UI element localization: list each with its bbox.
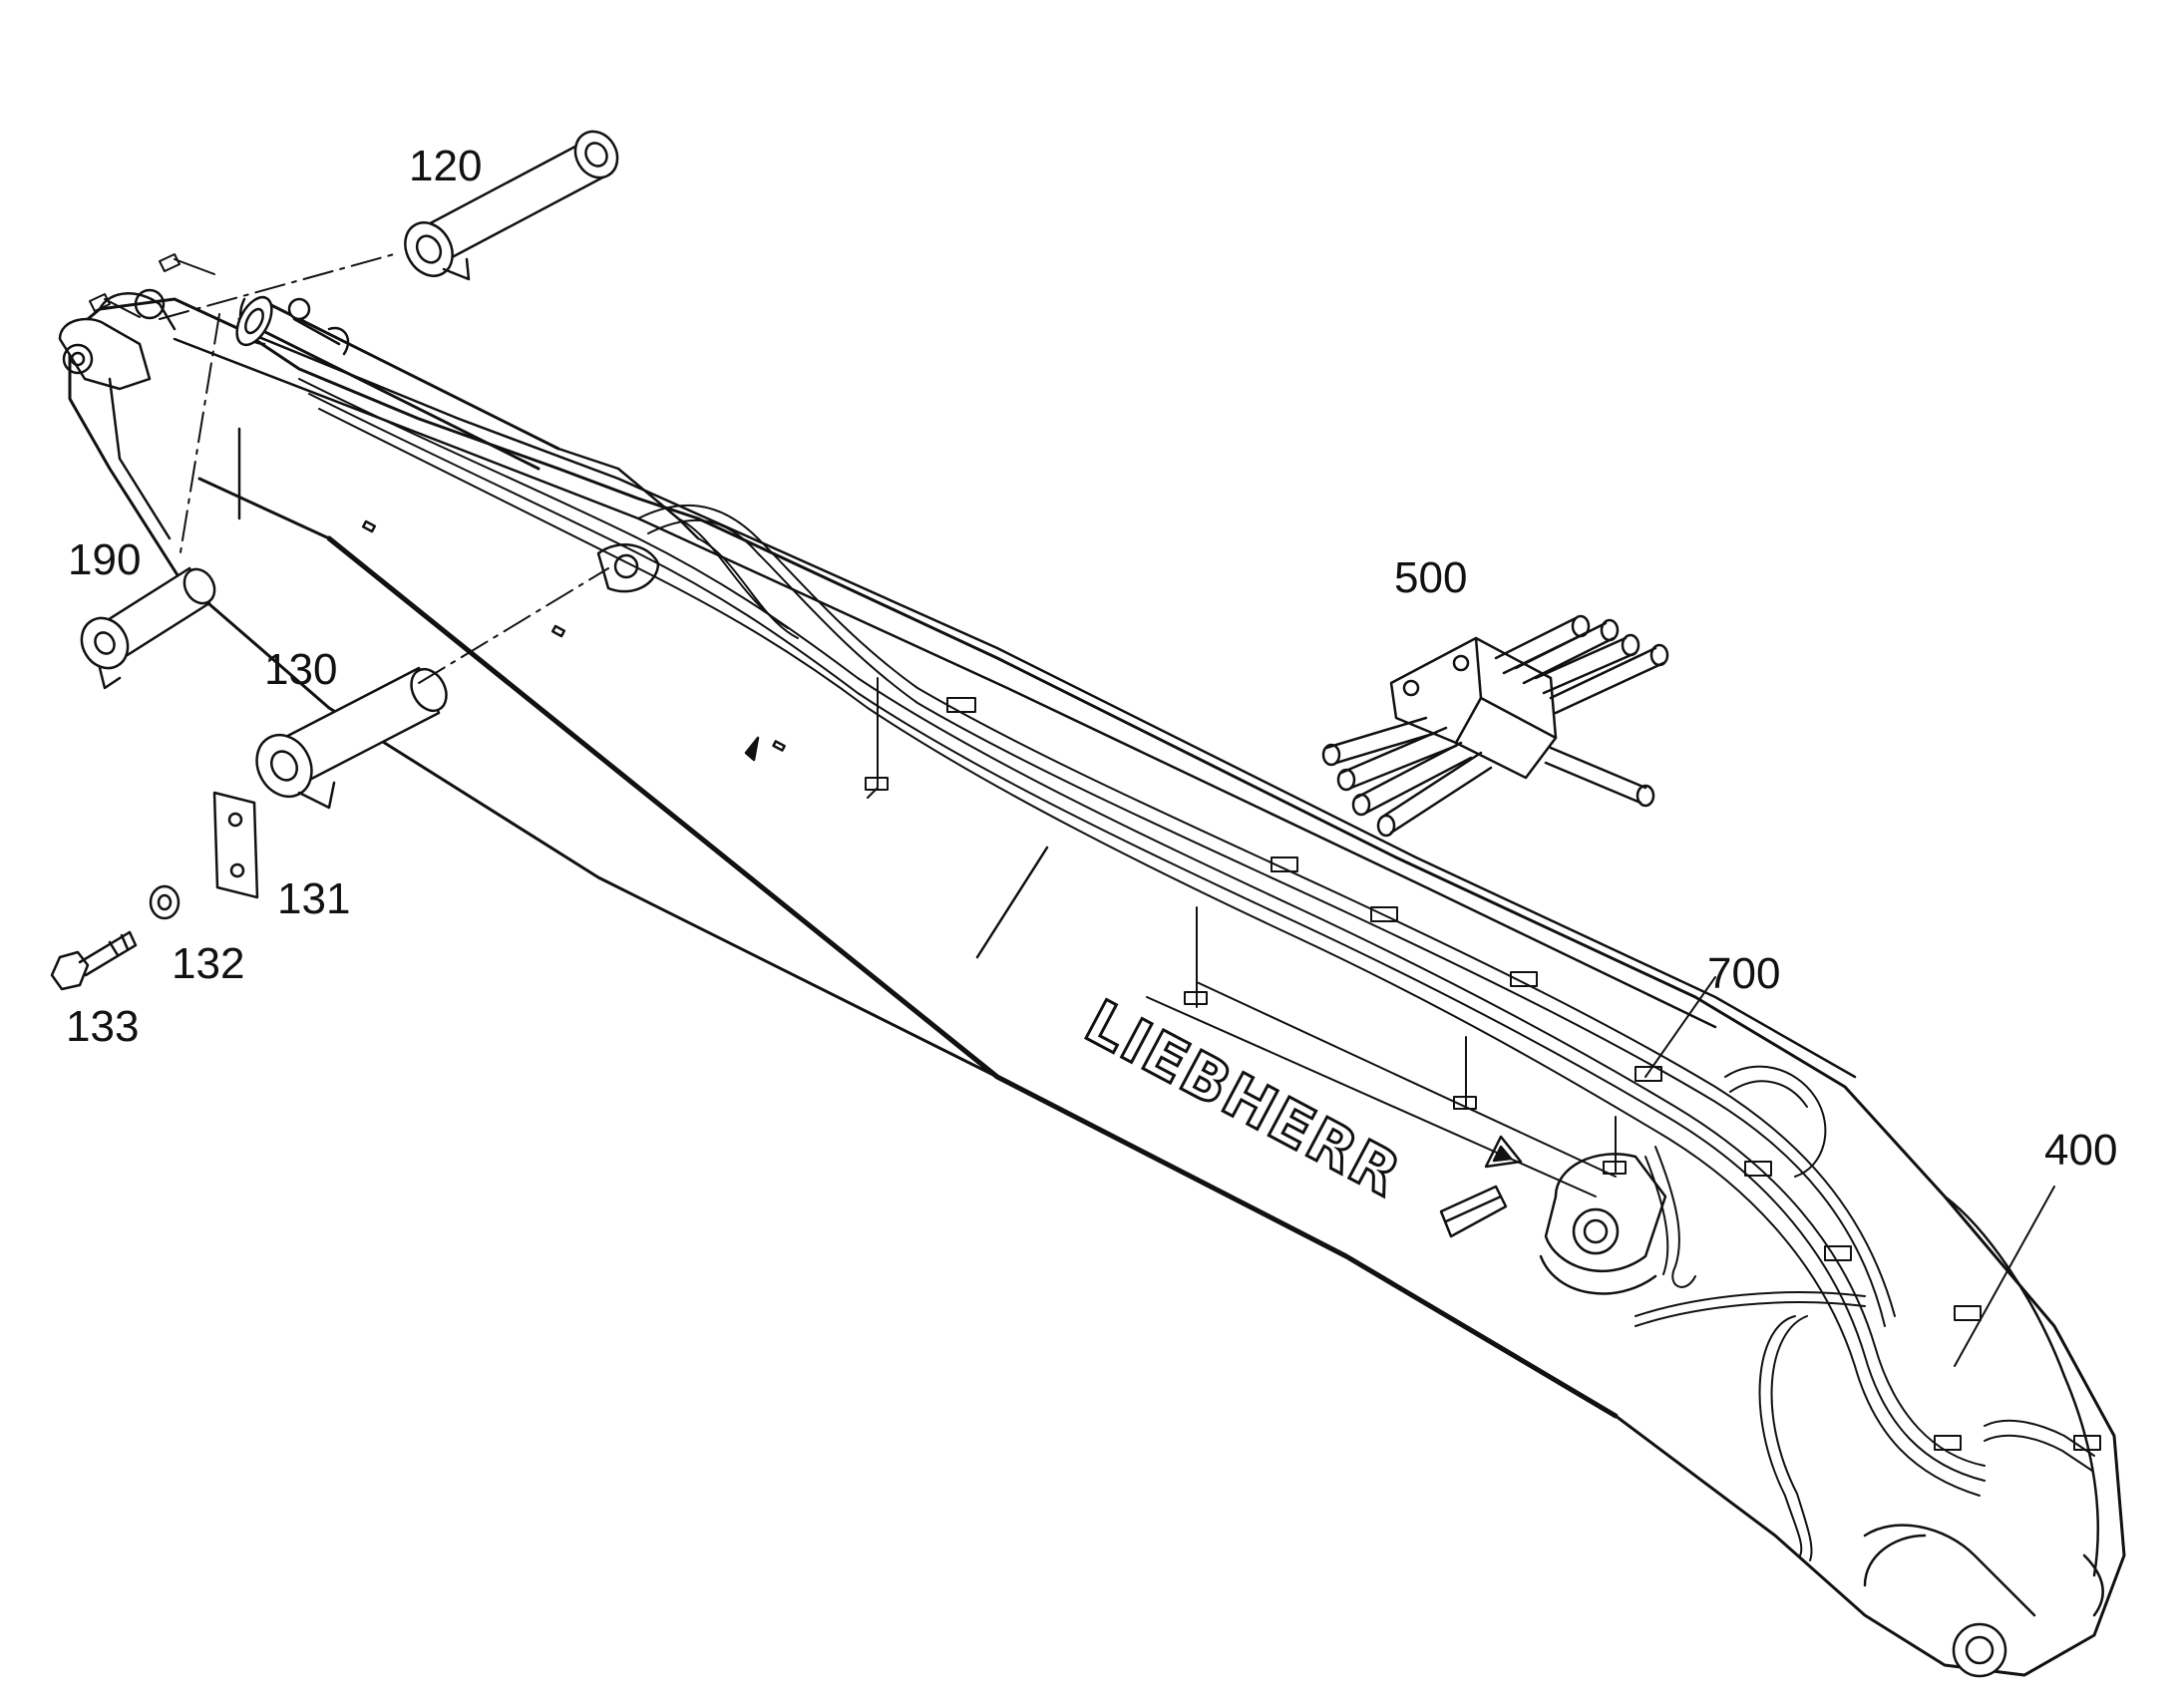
label-133: 133	[66, 1002, 140, 1051]
label-500: 500	[1394, 553, 1468, 602]
pipe-clamps	[866, 678, 2100, 1450]
label-130: 130	[264, 645, 338, 694]
part-120-pin	[396, 124, 625, 284]
part-131-plate	[214, 793, 257, 897]
label-131: 131	[277, 874, 351, 923]
label-190: 190	[68, 535, 142, 584]
label-400: 400	[2044, 1126, 2118, 1175]
assembly-lines	[160, 254, 2054, 1366]
part-190-pin	[73, 563, 220, 688]
label-120: 120	[409, 142, 483, 190]
part-133-bolt	[52, 932, 136, 989]
part-130-pin	[246, 663, 453, 808]
label-700: 700	[1707, 949, 1781, 998]
part-132-washer	[151, 886, 179, 918]
hydraulic-lines	[299, 379, 2094, 1560]
label-132: 132	[172, 939, 245, 988]
part-500-valve-block	[1323, 616, 1667, 836]
boom-cylinder	[229, 291, 698, 538]
head-bolts	[90, 254, 214, 317]
boom-arm	[60, 290, 2124, 1676]
